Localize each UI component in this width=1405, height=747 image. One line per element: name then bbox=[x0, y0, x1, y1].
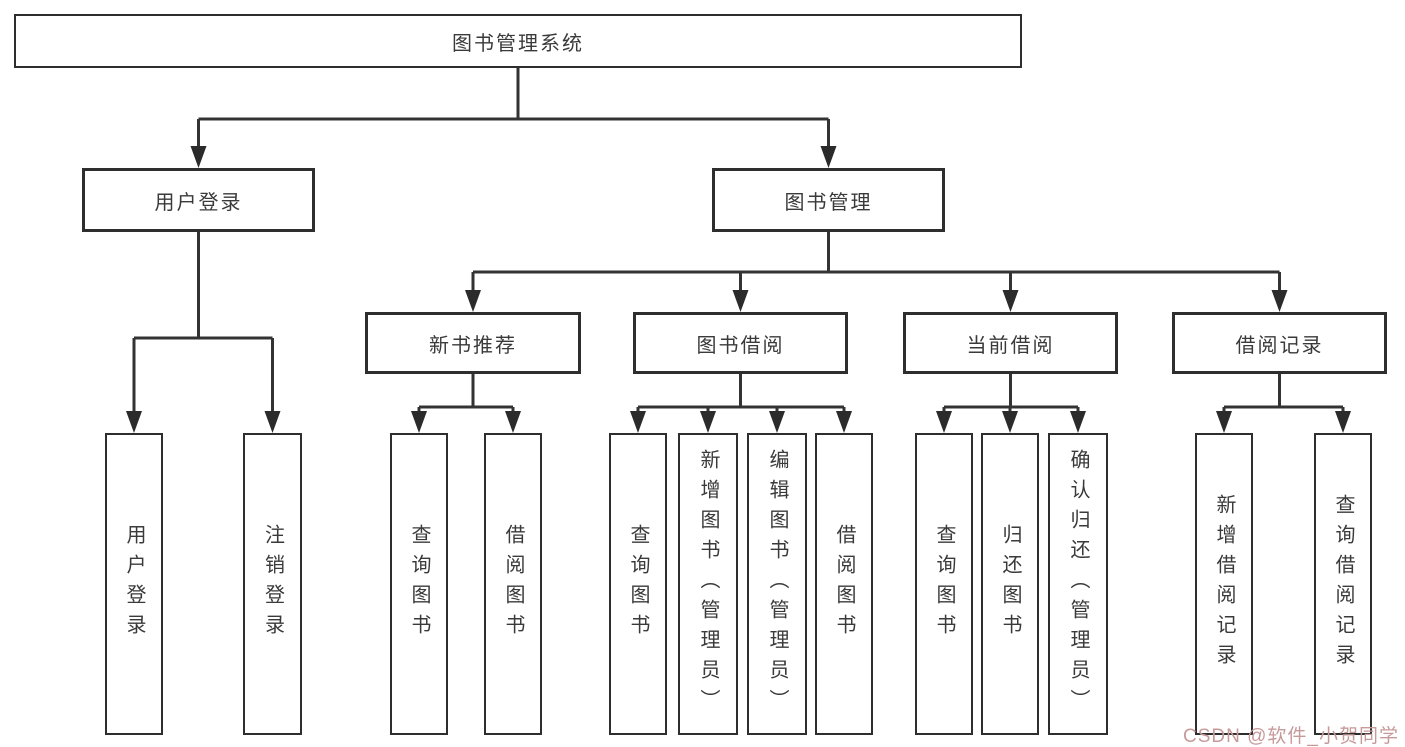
leaf-query-borrow-record: 查询借阅记录 bbox=[1314, 433, 1372, 735]
leaf-borrow-book: 借阅图书 bbox=[815, 433, 873, 735]
node-system-root: 图书管理系统 bbox=[14, 14, 1022, 68]
leaf-label: 查询图书 bbox=[408, 524, 430, 644]
leaf-label: 归还图书 bbox=[999, 524, 1021, 644]
leaf-user-login: 用户登录 bbox=[105, 433, 163, 735]
node-label: 借阅记录 bbox=[1235, 334, 1324, 357]
node-user-login: 用户登录 bbox=[82, 168, 315, 232]
leaf-label: 查询图书 bbox=[627, 524, 649, 644]
leaf-label: 查询图书 bbox=[933, 524, 955, 644]
leaf-label: 新增借阅记录 bbox=[1213, 494, 1235, 674]
node-current-borrow: 当前借阅 bbox=[903, 312, 1118, 374]
leaf-label: 确认归还（管理员） bbox=[1067, 449, 1089, 719]
node-new-book-recommend: 新书推荐 bbox=[365, 312, 581, 374]
node-label: 图书借阅 bbox=[696, 334, 785, 357]
leaf-add-book-admin: 新增图书（管理员） bbox=[678, 433, 738, 735]
leaf-label: 新增图书（管理员） bbox=[697, 449, 719, 719]
node-label: 图书管理 bbox=[784, 191, 873, 214]
arrowheads bbox=[126, 146, 1351, 433]
leaf-add-borrow-record: 新增借阅记录 bbox=[1195, 433, 1253, 735]
node-book-management: 图书管理 bbox=[712, 168, 945, 232]
leaf-label: 注销登录 bbox=[261, 524, 284, 644]
leaf-label: 借阅图书 bbox=[833, 524, 855, 644]
leaf-label: 用户登录 bbox=[123, 524, 145, 644]
leaf-logout: 注销登录 bbox=[243, 433, 302, 735]
leaf-query-book-recommend: 查询图书 bbox=[390, 433, 448, 735]
leaf-query-book: 查询图书 bbox=[609, 433, 667, 735]
node-label: 当前借阅 bbox=[966, 334, 1055, 357]
node-book-borrow: 图书借阅 bbox=[633, 312, 848, 374]
node-label: 图书管理系统 bbox=[452, 32, 584, 55]
csdn-watermark: CSDN @软件_小贺同学 bbox=[1183, 726, 1399, 747]
node-borrow-record: 借阅记录 bbox=[1172, 312, 1387, 374]
leaf-label: 编辑图书（管理员） bbox=[766, 449, 788, 719]
leaf-borrow-book-recommend: 借阅图书 bbox=[484, 433, 542, 735]
leaf-label: 查询借阅记录 bbox=[1332, 494, 1354, 674]
leaf-label: 借阅图书 bbox=[502, 524, 524, 644]
leaf-query-current: 查询图书 bbox=[915, 433, 973, 735]
leaf-confirm-return-admin: 确认归还（管理员） bbox=[1048, 433, 1108, 735]
leaf-return-book: 归还图书 bbox=[981, 433, 1039, 735]
leaf-edit-book-admin: 编辑图书（管理员） bbox=[747, 433, 807, 735]
node-label: 新书推荐 bbox=[429, 334, 517, 357]
node-label: 用户登录 bbox=[154, 191, 243, 214]
